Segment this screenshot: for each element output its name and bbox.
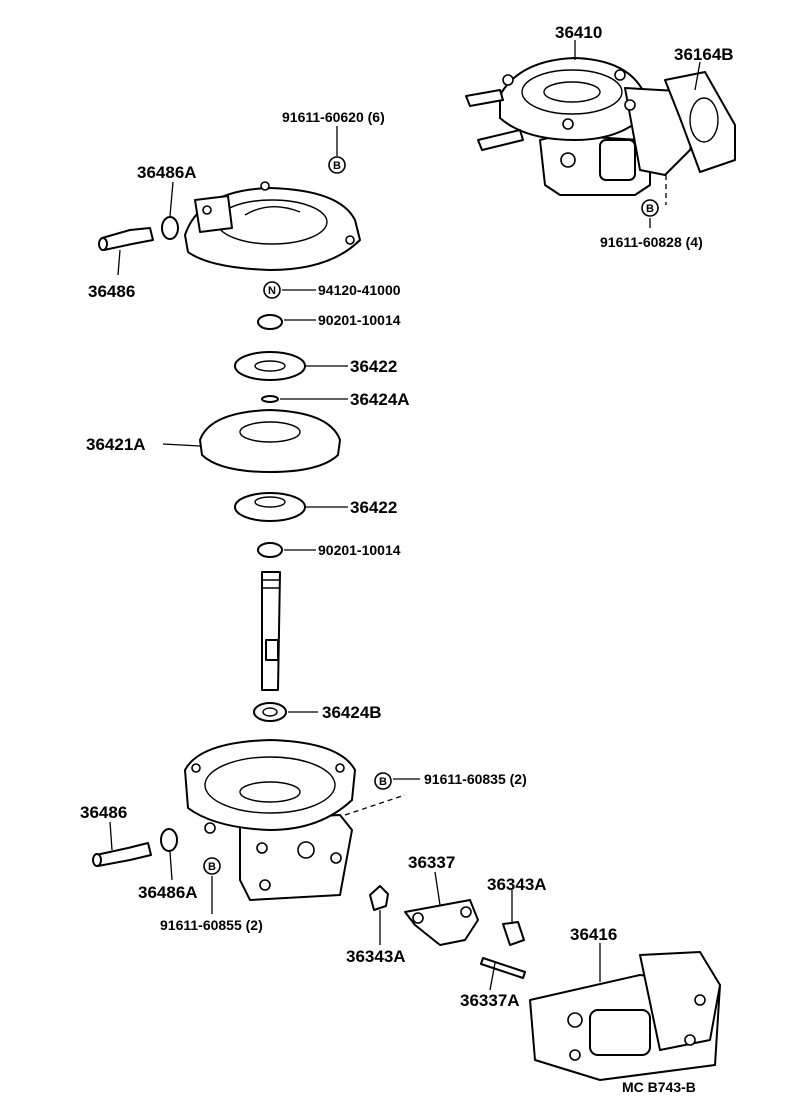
- svg-text:B: B: [646, 203, 654, 215]
- nut-marker-94120: N: [263, 281, 281, 299]
- label-36422-top: 36422: [350, 357, 397, 376]
- label-36416: 36416: [570, 925, 617, 944]
- assembly-36410: [465, 57, 736, 196]
- label-91611-60620: 91611-60620 (6): [282, 109, 385, 125]
- lever-parts: [369, 885, 526, 979]
- label-36486A-top: 36486A: [137, 163, 197, 182]
- label-36421A: 36421A: [86, 435, 146, 454]
- svg-text:N: N: [268, 285, 276, 297]
- label-36337A: 36337A: [460, 991, 520, 1010]
- label-91611-60855: 91611-60855 (2): [160, 917, 263, 933]
- label-91611-60828: 91611-60828 (4): [600, 234, 703, 250]
- label-36422-bottom: 36422: [350, 498, 397, 517]
- housing-36416: [529, 951, 721, 1081]
- bolt-marker-60620: B: [328, 156, 346, 174]
- label-90201-10014-top: 90201-10014: [318, 312, 401, 328]
- svg-text:B: B: [379, 776, 387, 788]
- leader-lines: [109, 40, 701, 991]
- bolt-marker-60855: B: [203, 857, 221, 875]
- label-91611-60835: 91611-60835 (2): [424, 771, 527, 787]
- svg-text:B: B: [333, 160, 341, 172]
- label-36164B: 36164B: [674, 45, 734, 64]
- svg-text:B: B: [208, 861, 216, 873]
- part-labels: 36410 36164B 91611-60828 (4) 91611-60620…: [80, 23, 734, 1095]
- label-36343A-left: 36343A: [346, 947, 406, 966]
- label-36486-bottom: 36486: [80, 803, 127, 822]
- label-36343A-right: 36343A: [487, 875, 547, 894]
- label-36486A-bottom: 36486A: [138, 883, 198, 902]
- label-36486-top: 36486: [88, 282, 135, 301]
- bolt-marker-60828: B: [641, 199, 659, 217]
- upper-cover: [98, 181, 361, 271]
- lower-body: [92, 739, 356, 901]
- label-90201-10014-bottom: 90201-10014: [318, 542, 401, 558]
- label-36424B: 36424B: [322, 703, 382, 722]
- label-94120-41000: 94120-41000: [318, 282, 401, 298]
- label-36410: 36410: [555, 23, 602, 42]
- catalog-code: MC B743-B: [622, 1079, 696, 1095]
- diaphragm-stack: [199, 314, 341, 722]
- bolt-marker-60835: B: [374, 772, 392, 790]
- label-36337: 36337: [408, 853, 455, 872]
- label-36424A: 36424A: [350, 390, 410, 409]
